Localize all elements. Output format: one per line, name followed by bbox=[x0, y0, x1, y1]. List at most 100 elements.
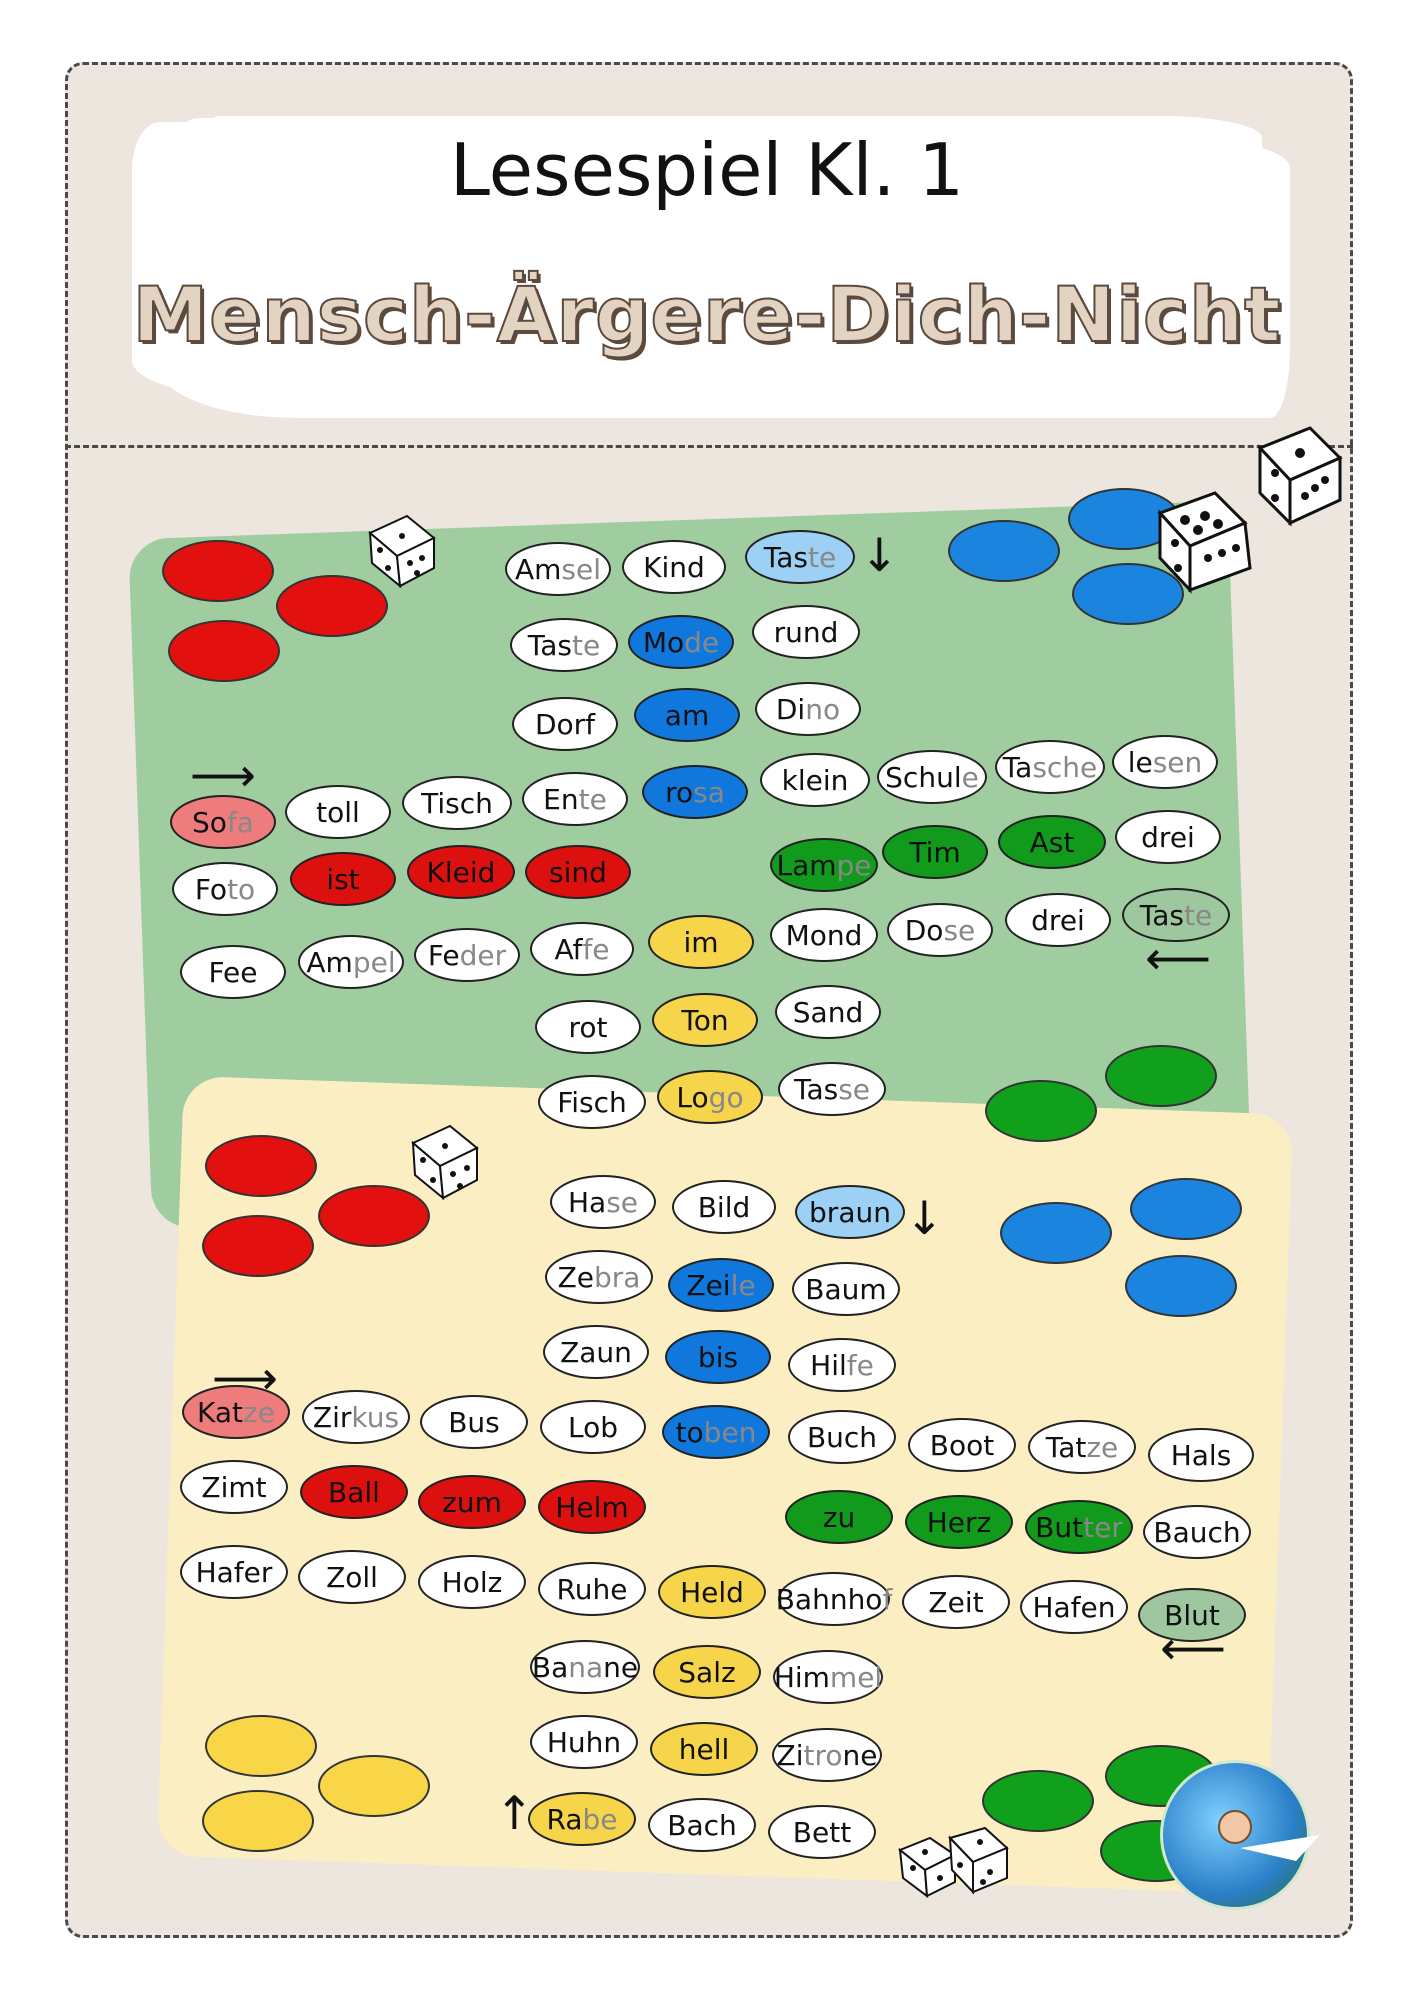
board-field[interactable]: Bus bbox=[420, 1395, 528, 1449]
board-field[interactable]: Tim bbox=[882, 825, 988, 879]
board-field[interactable]: im bbox=[648, 915, 754, 969]
blue-home-piece[interactable] bbox=[1125, 1255, 1237, 1317]
board-field[interactable]: Lob bbox=[540, 1400, 646, 1454]
board-field[interactable]: Ruhe bbox=[538, 1562, 646, 1616]
board-field[interactable]: Fisch bbox=[538, 1075, 646, 1129]
board-field[interactable]: am bbox=[634, 688, 740, 742]
board-field[interactable]: hell bbox=[650, 1722, 758, 1776]
board-field[interactable]: zum bbox=[418, 1475, 526, 1529]
board-field[interactable]: Mond bbox=[770, 908, 878, 962]
board-field[interactable]: rot bbox=[535, 1000, 641, 1054]
board-field[interactable]: Ast bbox=[998, 815, 1106, 869]
yellow-home-piece[interactable] bbox=[318, 1755, 430, 1817]
yellow-home-piece[interactable] bbox=[205, 1715, 317, 1777]
red-home-piece[interactable] bbox=[162, 540, 274, 602]
board-field[interactable]: Ball bbox=[300, 1465, 408, 1519]
board-field[interactable]: Sand bbox=[775, 985, 881, 1039]
board-field[interactable]: Fee bbox=[180, 945, 286, 999]
board-field[interactable]: Tisch bbox=[402, 776, 512, 830]
red-home-piece[interactable] bbox=[205, 1135, 317, 1197]
board-field[interactable]: Zimt bbox=[180, 1460, 288, 1514]
red-home-piece[interactable] bbox=[168, 620, 280, 682]
board-field[interactable]: Kleid bbox=[407, 845, 515, 899]
board-field[interactable]: bis bbox=[665, 1330, 771, 1384]
board-field[interactable]: Hafer bbox=[180, 1545, 288, 1599]
board-field[interactable]: Zoll bbox=[298, 1550, 406, 1604]
board-field[interactable]: ist bbox=[290, 852, 396, 906]
blue-home-piece[interactable] bbox=[1130, 1178, 1242, 1240]
board-field[interactable]: Zeit bbox=[902, 1575, 1010, 1629]
blue-home-piece[interactable] bbox=[1000, 1202, 1112, 1264]
board-field[interactable]: Boot bbox=[908, 1418, 1016, 1472]
red-home-piece[interactable] bbox=[202, 1215, 314, 1277]
yellow-home-piece[interactable] bbox=[202, 1790, 314, 1852]
board-field[interactable]: klein bbox=[760, 753, 870, 807]
board-field[interactable]: braun bbox=[795, 1185, 905, 1239]
green-home-piece[interactable] bbox=[982, 1770, 1094, 1832]
blue-home-piece[interactable] bbox=[1072, 563, 1184, 625]
board-field[interactable]: toll bbox=[285, 785, 391, 839]
board-field[interactable]: Salz bbox=[653, 1645, 761, 1699]
board-field[interactable]: Ton bbox=[652, 993, 758, 1047]
board-field[interactable]: Blut bbox=[1138, 1588, 1246, 1642]
board-field[interactable]: Bild bbox=[672, 1180, 776, 1234]
board-field[interactable]: Holz bbox=[418, 1555, 526, 1609]
red-home-piece[interactable] bbox=[276, 575, 388, 637]
board-field[interactable]: Bauch bbox=[1143, 1505, 1251, 1559]
board-field[interactable]: Herz bbox=[905, 1495, 1013, 1549]
board-field[interactable]: Bach bbox=[648, 1798, 756, 1852]
board-field[interactable]: Kind bbox=[622, 540, 726, 594]
board-field[interactable]: Baum bbox=[792, 1262, 900, 1316]
board-field[interactable]: Huhn bbox=[530, 1715, 638, 1769]
board-field[interactable]: drei bbox=[1005, 893, 1111, 947]
blue-home-piece[interactable] bbox=[948, 520, 1060, 582]
board-field[interactable]: Hals bbox=[1148, 1428, 1254, 1482]
board-field[interactable]: sind bbox=[525, 845, 631, 899]
board-field[interactable]: Hafen bbox=[1020, 1580, 1128, 1634]
board-field[interactable]: rund bbox=[752, 605, 860, 659]
board-field[interactable]: Dorf bbox=[512, 697, 618, 751]
board-field[interactable]: Zaun bbox=[543, 1325, 649, 1379]
board-field[interactable]: Bett bbox=[768, 1805, 876, 1859]
board-field[interactable]: drei bbox=[1115, 810, 1221, 864]
board-field[interactable]: zu bbox=[785, 1490, 893, 1544]
board-field[interactable]: Held bbox=[658, 1565, 766, 1619]
green-home-piece[interactable] bbox=[1105, 1045, 1217, 1107]
board-field[interactable]: Helm bbox=[538, 1480, 646, 1534]
red-home-piece[interactable] bbox=[318, 1185, 430, 1247]
board-field[interactable]: Buch bbox=[788, 1410, 896, 1464]
